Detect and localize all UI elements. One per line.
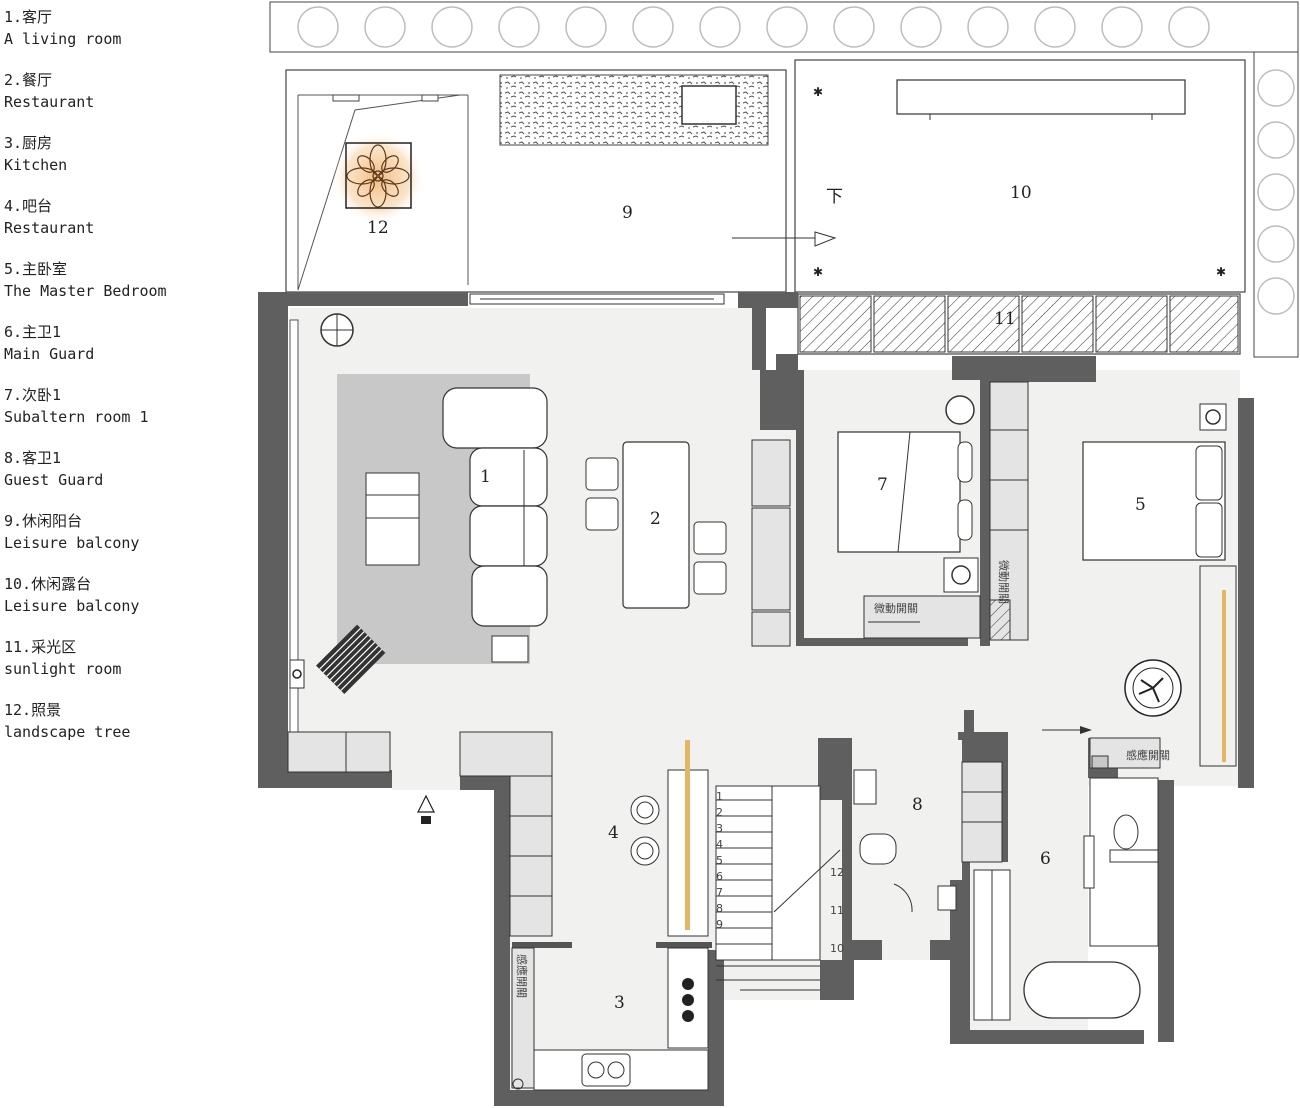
legend-en: Restaurant: [4, 219, 95, 237]
switch-label-wardrobe: 微動開關: [997, 560, 1011, 604]
staircase: [715, 785, 841, 991]
entrance-arrow: [417, 794, 435, 824]
room-number-7: 7: [877, 475, 888, 495]
room-number-12: 12: [367, 218, 389, 238]
main-bath: [973, 737, 1161, 1021]
legend-en: Main Guard: [4, 345, 95, 363]
legend-zh: 4.吧台: [4, 197, 53, 215]
legend-item-leisure-terrace: 10.休闲露台 Leisure balcony: [4, 573, 254, 617]
stairs-down-label: 下: [826, 187, 843, 207]
switch-label-kitchen: 感應開關: [515, 954, 529, 998]
living-window: [289, 313, 354, 761]
stair-step-number: 11: [830, 904, 844, 917]
wardrobe: [989, 381, 1029, 641]
living-furniture: [316, 374, 548, 694]
room-number-5: 5: [1135, 495, 1146, 515]
terrace-area: ✱ ✱ ✱: [732, 59, 1246, 293]
sliding-door: [469, 293, 725, 305]
legend-zh: 8.客卫1: [4, 449, 62, 467]
legend-en: Restaurant: [4, 93, 95, 111]
legend-item-guest-bath: 8.客卫1 Guest Guard: [4, 447, 254, 491]
legend-item-living-room: 1.客厅 A living room: [4, 6, 254, 50]
cabinets-middle: [287, 439, 791, 937]
legend: 1.客厅 A living room 2.餐厅 Restaurant 3.厨房 …: [4, 6, 254, 762]
stair-step-number: 4: [716, 838, 723, 851]
planter-strip-right: [1253, 51, 1299, 358]
legend-en: Leisure balcony: [4, 534, 140, 552]
legend-zh: 3.厨房: [4, 134, 53, 152]
svg-text:✱: ✱: [1216, 265, 1226, 279]
legend-zh: 10.休闲露台: [4, 575, 92, 593]
legend-zh: 5.主卧室: [4, 260, 68, 278]
planter-strip-top: [269, 1, 1299, 53]
legend-item-master-bedroom: 5.主卧室 The Master Bedroom: [4, 258, 254, 302]
kitchen: [511, 942, 712, 1091]
room-number-3: 3: [614, 993, 625, 1013]
sunlight-room: [797, 293, 1241, 355]
svg-text:✱: ✱: [813, 85, 823, 99]
stair-step-number: 7: [716, 886, 723, 899]
stair-step-number: 6: [716, 870, 723, 883]
room-number-9: 9: [622, 203, 633, 223]
room-number-6: 6: [1040, 849, 1051, 869]
legend-item-kitchen: 3.厨房 Kitchen: [4, 132, 254, 176]
landscape-tree: [332, 132, 424, 224]
switch-label-bedroom: 微動開關: [874, 601, 918, 615]
legend-en: Kitchen: [4, 156, 68, 174]
room-number-11: 11: [994, 309, 1016, 329]
legend-item-restaurant: 2.餐厅 Restaurant: [4, 69, 254, 113]
switch-label-master: 感應開關: [1126, 748, 1170, 762]
legend-en: The Master Bedroom: [4, 282, 167, 300]
legend-en: Guest Guard: [4, 471, 104, 489]
legend-en: landscape tree: [4, 723, 131, 741]
room-number-4: 4: [608, 823, 619, 843]
legend-zh: 7.次卧1: [4, 386, 62, 404]
stair-step-number: 1: [716, 790, 723, 803]
legend-zh: 11.采光区: [4, 638, 77, 656]
legend-item-landscape-tree: 12.照景 landscape tree: [4, 699, 254, 743]
svg-text:✱: ✱: [813, 265, 823, 279]
stair-step-number: 2: [716, 806, 723, 819]
legend-zh: 2.餐厅: [4, 71, 53, 89]
bedroom-7: [804, 380, 981, 639]
stair-step-number: 8: [716, 902, 723, 915]
room-numbers: 1 2 3 4 5 6 7 8 9 10 11 12: [367, 183, 1146, 1013]
bar-counter: [630, 740, 709, 937]
legend-item-main-bath: 6.主卫1 Main Guard: [4, 321, 254, 365]
dining-furniture: [585, 441, 727, 609]
legend-item-sunlight-room: 11.采光区 sunlight room: [4, 636, 254, 680]
legend-zh: 12.照景: [4, 701, 62, 719]
master-bedroom: [1042, 403, 1237, 767]
legend-en: A living room: [4, 30, 122, 48]
guest-bath: [852, 740, 1003, 913]
legend-en: Leisure balcony: [4, 597, 140, 615]
stair-step-number: 5: [716, 854, 723, 867]
legend-zh: 1.客厅: [4, 8, 53, 26]
legend-en: Subaltern room 1: [4, 408, 149, 426]
stair-step-number: 10: [830, 942, 844, 955]
stair-step-number: 12: [830, 866, 844, 879]
legend-zh: 9.休闲阳台: [4, 512, 83, 530]
room-number-10: 10: [1010, 183, 1032, 203]
stair-step-number: 3: [716, 822, 723, 835]
stair-step-number: 9: [716, 918, 723, 931]
legend-item-leisure-balcony: 9.休闲阳台 Leisure balcony: [4, 510, 254, 554]
room-number-1: 1: [480, 467, 491, 487]
legend-item-bar: 4.吧台 Restaurant: [4, 195, 254, 239]
room-number-2: 2: [650, 509, 661, 529]
room-number-8: 8: [912, 795, 923, 815]
legend-item-second-bedroom: 7.次卧1 Subaltern room 1: [4, 384, 254, 428]
legend-zh: 6.主卫1: [4, 323, 62, 341]
legend-en: sunlight room: [4, 660, 122, 678]
